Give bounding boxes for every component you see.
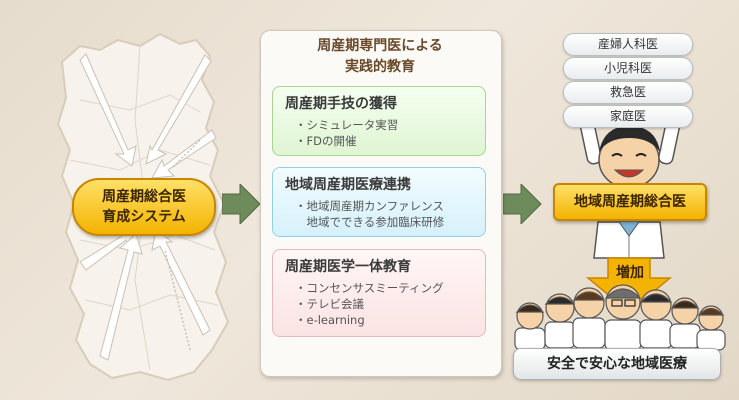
arrow-top-right bbox=[145, 54, 212, 165]
education-title-line2: 実践的教育 bbox=[345, 59, 415, 75]
outcome-box: 安全で安心な地域医療 bbox=[513, 348, 721, 380]
section-title: 地域周産期医療連携 bbox=[285, 177, 411, 193]
arrow-top-left bbox=[79, 53, 137, 167]
specialty-emergency: 救急医 bbox=[563, 81, 693, 104]
inward-arrows bbox=[79, 53, 217, 361]
section-item: ・テレビ会議 bbox=[295, 297, 364, 311]
education-panel-title: 周産期専門医による 実践的教育 bbox=[260, 36, 500, 78]
section-title: 周産期医学一体教育 bbox=[285, 259, 411, 275]
section-item: ・地域周産期カンファレンス bbox=[295, 199, 444, 213]
section-item: ・シミュレータ実習 bbox=[295, 118, 399, 132]
section-item: 地域でできる参加臨床研修 bbox=[295, 215, 445, 229]
section-card-integrated: 周産期医学一体教育 ・コンセンサスミーティング ・テレビ会議 ・e-learni… bbox=[272, 249, 486, 337]
specialty-family: 家庭医 bbox=[563, 105, 693, 128]
regional-doctor-box: 地域周産期総合医 bbox=[553, 183, 707, 221]
doctor-crowd bbox=[514, 284, 726, 351]
arrow-bottom bbox=[99, 233, 143, 361]
training-system-line2: 育成システム bbox=[102, 209, 186, 225]
arrow-right bbox=[151, 129, 217, 179]
doctor-face bbox=[598, 126, 660, 189]
arrow-to-education-icon bbox=[222, 184, 261, 224]
specialty-pediatrics: 小児科医 bbox=[563, 57, 693, 80]
training-system-line1: 周産期総合医 bbox=[102, 189, 186, 205]
specialty-obgyn: 産婦人科医 bbox=[563, 33, 693, 56]
section-card-skills: 周産期手技の獲得 ・シミュレータ実習 ・FDの開催 bbox=[272, 86, 486, 156]
section-card-regional: 地域周産期医療連携 ・地域周産期カンファレンス 地域でできる参加臨床研修 bbox=[272, 167, 486, 237]
increase-label: 増加 bbox=[616, 265, 644, 281]
section-item: ・e-learning bbox=[295, 313, 365, 327]
section-title: 周産期手技の獲得 bbox=[285, 96, 397, 112]
arrow-to-doctor-icon bbox=[503, 184, 542, 224]
section-item: ・FDの開催 bbox=[295, 134, 357, 148]
doctor-body bbox=[593, 221, 665, 259]
training-system-box: 周産期総合医 育成システム bbox=[72, 178, 216, 236]
education-title-line1: 周産期専門医による bbox=[317, 38, 443, 54]
section-item: ・コンセンサスミーティング bbox=[295, 281, 444, 295]
